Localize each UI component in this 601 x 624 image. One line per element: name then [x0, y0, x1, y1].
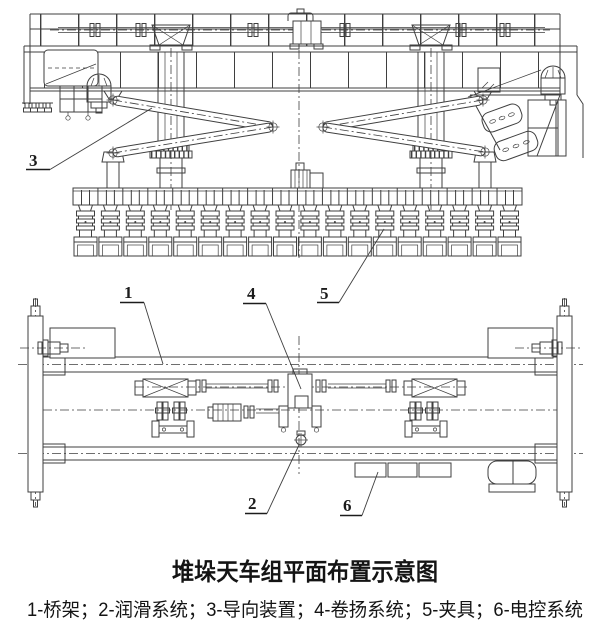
- callout-5-clamp: 5: [317, 228, 385, 304]
- figure-title: 堆垛天车组平面布置示意图: [172, 558, 438, 586]
- right-trolley: [404, 401, 448, 438]
- left-end-carriage: [22, 49, 112, 121]
- right-cab-box: [487, 327, 580, 359]
- corner-cabinet: [487, 460, 537, 493]
- bridge-frame: [18, 298, 583, 508]
- travel-drive-line: [134, 378, 466, 398]
- drive-shaft-machinery: [50, 20, 550, 51]
- lubrication-pump: [294, 430, 308, 447]
- plan-view: [18, 298, 583, 508]
- guide-columns: [149, 48, 453, 210]
- buffer-comb: [22, 102, 53, 113]
- hoist-system: [207, 368, 322, 433]
- callout-2-number: 2: [248, 494, 257, 513]
- callout-5-number: 5: [320, 284, 329, 303]
- figure-legend: 1-桥架；2-润滑系统；3-导向装置；4-卷扬系统；5-夹具；6-电控系统: [27, 599, 583, 621]
- left-trolley: [151, 401, 195, 438]
- perforated-plate-2: [493, 130, 539, 162]
- cab-stub: [296, 8, 305, 14]
- beam-motor: [290, 162, 324, 189]
- callout-4-number: 4: [247, 284, 256, 303]
- left-cab-box: [20, 327, 116, 359]
- caption: 堆垛天车组平面布置示意图 1-桥架；2-润滑系统；3-导向装置；4-卷扬系统；5…: [27, 558, 583, 621]
- left-column: [149, 48, 193, 210]
- elevation-view: [22, 8, 584, 258]
- callout-3-guide-device: 3: [26, 107, 153, 171]
- callout-2-lubrication: 2: [245, 444, 300, 515]
- right-end-carriage: [467, 65, 567, 162]
- electric-control-boxes: [354, 462, 452, 478]
- callout-1-number: 1: [124, 283, 133, 302]
- callout-6-electric-control: 6: [340, 471, 379, 517]
- clamp-beam-assembly: [72, 162, 523, 257]
- callout-6-number: 6: [343, 496, 352, 515]
- center-gearbox: [289, 20, 324, 50]
- callouts: 3 1 4 5 2 6: [26, 107, 385, 517]
- guide-arms: [101, 90, 497, 189]
- perforated-plate-1: [481, 103, 523, 133]
- callout-3-number: 3: [29, 151, 38, 170]
- callout-1-bridge: 1: [120, 283, 164, 365]
- right-column: [409, 48, 453, 210]
- right-motor-wheel: [540, 65, 566, 106]
- hoist-motor: [207, 403, 242, 422]
- callout-4-hoist-system: 4: [243, 284, 302, 390]
